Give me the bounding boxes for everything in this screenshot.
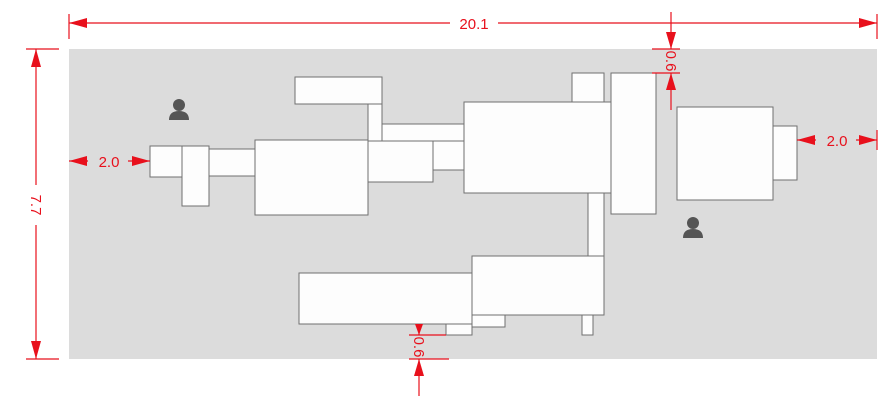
equipment-block [571, 72, 605, 103]
equipment-block [432, 140, 465, 171]
operator-icon [683, 217, 703, 238]
equipment-block [471, 255, 605, 316]
equipment-block [208, 148, 256, 177]
equipment-block [367, 140, 434, 183]
equipment-block [149, 145, 183, 178]
equipment-block [254, 139, 369, 216]
equipment-block [772, 125, 798, 181]
overall-width-label: 20.1 [459, 16, 488, 33]
equipment-block [181, 145, 210, 207]
overall-height-dimension: 7.7 [26, 48, 59, 360]
equipment-block [445, 323, 473, 336]
left-clearance-dimension: 2.0 [69, 154, 150, 171]
bottom-clearance-dimension: 0.6 [409, 324, 449, 396]
equipment-block [676, 106, 774, 201]
top-clearance-dimension: 0.6 [652, 12, 680, 110]
equipment-block [587, 192, 605, 257]
equipment-block [463, 101, 612, 194]
top-clearance-label: 0.6 [662, 51, 679, 72]
equipment-group [149, 72, 798, 336]
equipment-block [367, 103, 383, 142]
equipment-block [471, 314, 506, 328]
operator-icon [169, 99, 189, 120]
equipment-block [381, 123, 465, 142]
overall-height-label: 7.7 [27, 195, 44, 216]
right-clearance-dimension: 2.0 [797, 130, 878, 150]
overall-width-dimension: 20.1 [68, 14, 878, 39]
equipment-block [294, 76, 383, 105]
right-clearance-label: 2.0 [827, 133, 848, 150]
bottom-clearance-label: 0.6 [410, 337, 427, 358]
equipment-block [581, 314, 594, 336]
equipment-block [610, 72, 657, 215]
left-clearance-label: 2.0 [99, 154, 120, 171]
equipment-block [298, 272, 473, 325]
